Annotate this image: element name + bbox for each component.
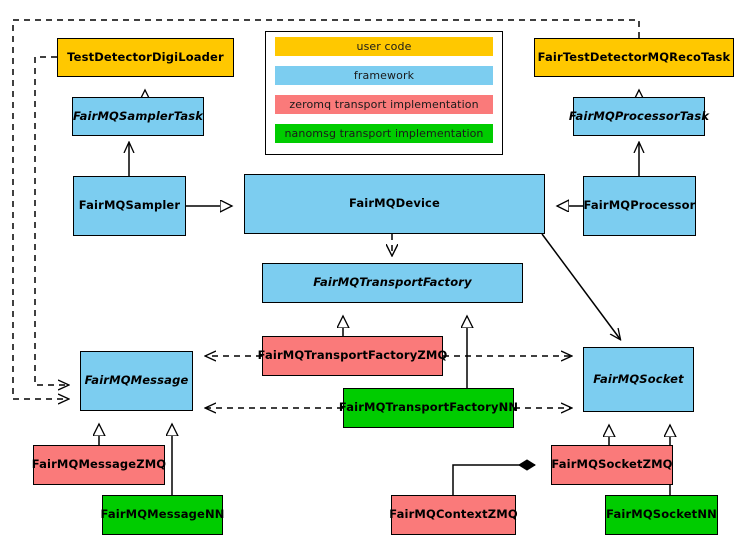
class-box-fairmqprocessortask[interactable]: FairMQProcessorTask [569, 97, 709, 136]
class-label-fairmqtransportfactory: FairMQTransportFactory [313, 275, 472, 290]
class-box-fairmqtransportfactorynn[interactable]: FairMQTransportFactoryNN [339, 388, 518, 428]
class-label-fairmqsocket: FairMQSocket [593, 371, 684, 386]
legend-label-nanomsg: nanomsg transport implementation [284, 127, 484, 140]
class-box-fairmqmessagenn[interactable]: FairMQMessageNN [100, 495, 225, 535]
class-label-fairmqprocessortask: FairMQProcessorTask [568, 108, 710, 123]
class-label-fairmqmessagenn: FairMQMessageNN [100, 507, 225, 522]
class-label-fairmqsampler: FairMQSampler [78, 198, 181, 213]
class-label-fairmqtransportfactorynn: FairMQTransportFactoryNN [338, 400, 519, 415]
legend-label-user-code: user code [356, 40, 412, 53]
class-label-fairtestdetectormqrecotask: FairTestDetectorMQRecoTask [537, 49, 731, 64]
class-box-fairmqprocessor[interactable]: FairMQProcessor [583, 176, 696, 236]
class-label-fairmqsocketnn: FairMQSocketNN [606, 507, 717, 522]
class-box-fairmqsocket[interactable]: FairMQSocket [583, 347, 694, 412]
class-box-fairmqsampler[interactable]: FairMQSampler [73, 176, 186, 236]
class-label-fairmqcontextzmq: FairMQContextZMQ [389, 507, 518, 522]
legend-label-zeromq: zeromq transport implementation [289, 98, 479, 111]
edge-digiloader-to-message [34, 56, 68, 385]
class-box-fairmqcontextzmq[interactable]: FairMQContextZMQ [389, 495, 518, 535]
class-label-fairmqsamplertask: FairMQSamplerTask [72, 108, 204, 123]
class-label-fairmqtransportfactoryzmq: FairMQTransportFactoryZMQ [257, 348, 448, 363]
edge-device-to-socket [541, 233, 620, 339]
class-box-fairmqdevice[interactable]: FairMQDevice [244, 174, 545, 234]
class-box-fairtestdetectormqrecotask[interactable]: FairTestDetectorMQRecoTask [534, 38, 734, 77]
class-box-testdetectordigiloader[interactable]: TestDetectorDigiLoader [57, 38, 234, 77]
class-box-fairmqtransportfactoryzmq[interactable]: FairMQTransportFactoryZMQ [258, 336, 447, 376]
class-box-fairmqmessage[interactable]: FairMQMessage [80, 351, 193, 411]
class-box-fairmqtransportfactory[interactable]: FairMQTransportFactory [262, 263, 523, 303]
edge-contextzmq-to-socketzmq [452, 465, 535, 495]
class-label-testdetectordigiloader: TestDetectorDigiLoader [67, 49, 224, 64]
class-box-fairmqsamplertask[interactable]: FairMQSamplerTask [72, 97, 204, 136]
legend-item-framework: framework [275, 66, 493, 85]
legend-item-user-code: user code [275, 37, 493, 56]
class-label-fairmqdevice: FairMQDevice [349, 196, 440, 211]
legend-label-framework: framework [353, 69, 415, 82]
class-box-fairmqsocketnn[interactable]: FairMQSocketNN [605, 495, 718, 535]
class-box-fairmqmessagezmq[interactable]: FairMQMessageZMQ [31, 445, 167, 485]
legend-item-zeromq: zeromq transport implementation [275, 95, 493, 114]
class-label-fairmqsocketzmq: FairMQSocketZMQ [551, 457, 673, 472]
class-label-fairmqmessage: FairMQMessage [84, 373, 189, 388]
class-label-fairmqmessagezmq: FairMQMessageZMQ [31, 457, 167, 472]
class-box-fairmqsocketzmq[interactable]: FairMQSocketZMQ [551, 445, 673, 485]
legend-item-nanomsg: nanomsg transport implementation [275, 124, 493, 143]
class-label-fairmqprocessor: FairMQProcessor [583, 198, 696, 213]
